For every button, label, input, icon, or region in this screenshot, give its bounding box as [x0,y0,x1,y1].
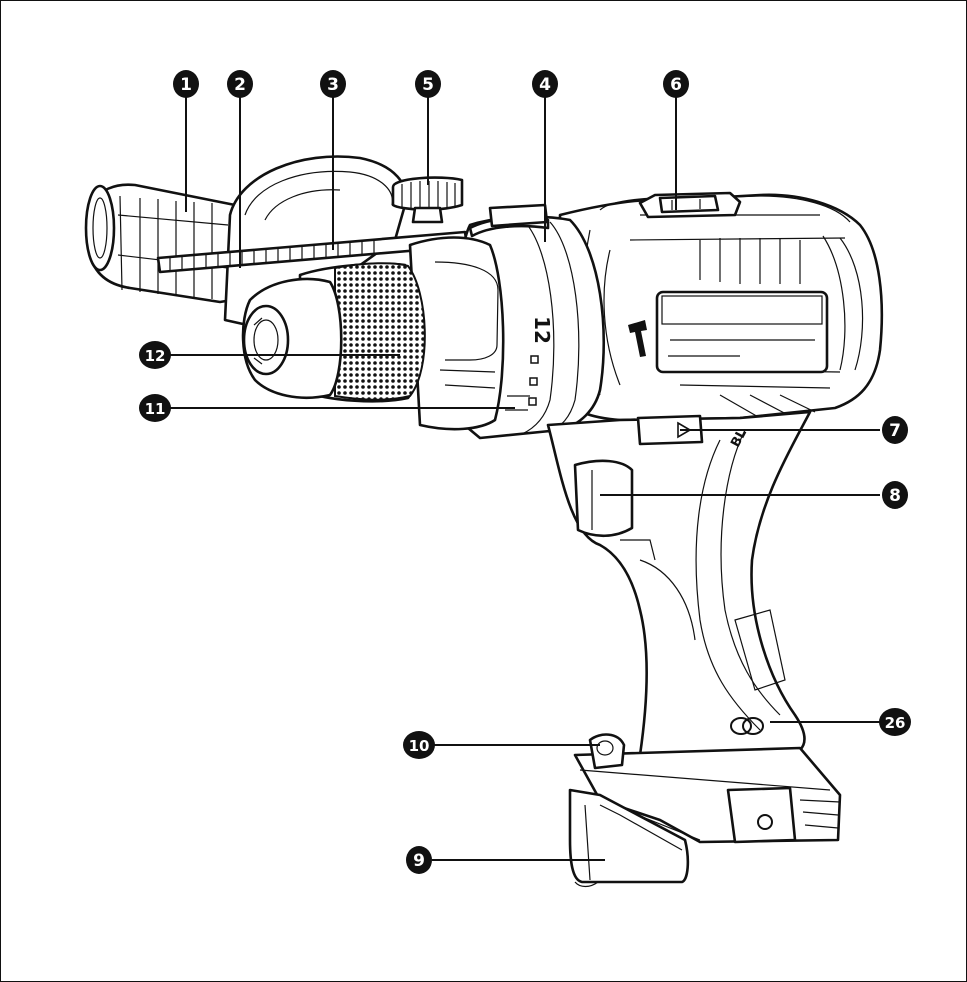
locking-knob [391,176,464,224]
callout-marker-9: 9 [406,846,432,874]
callout-number: 26 [885,714,906,732]
callout-badge [139,341,171,369]
callout-number: 2 [234,75,246,95]
callout-leaders [168,97,880,861]
callout-number: 6 [670,75,682,95]
callout-badge [882,481,908,509]
callout-number: 7 [889,421,901,441]
callout-marker-11: 11 [139,394,171,422]
callout-marker-7: 7 [882,416,908,444]
callout-marker-4: 4 [532,70,558,98]
callout-number: 9 [413,851,425,871]
callout-marker-8: 8 [882,481,908,509]
rotation-direction-switch [636,414,704,446]
callout-number: 11 [145,400,166,418]
callout-badge [663,70,689,98]
callout-marker-26: 26 [879,708,911,736]
callout-badge [406,846,432,874]
callout-number: 4 [539,75,551,95]
callout-badge [415,70,441,98]
callout-marker-2: 2 [227,70,253,98]
callout-badge [879,708,911,736]
brand-logo-text: /// PARKSIDE [675,299,808,321]
callout-number: 10 [409,737,430,755]
battery-release-button [588,733,626,770]
callout-badge [403,731,435,759]
callout-badge [139,394,171,422]
callout-badge [227,70,253,98]
callout-number: 5 [422,75,434,95]
callout-marker-1: 1 [173,70,199,98]
torque-setting-number: 12 [530,316,554,344]
callout-marker-3: 3 [320,70,346,98]
brand-badge: /// PARKSIDE [655,290,829,374]
callout-badge [320,70,346,98]
link-symbol-icon [730,717,764,735]
callout-badge [173,70,199,98]
callout-marker-10: 10 [403,731,435,759]
gear-selector-ring [408,236,505,431]
trigger [573,459,634,538]
callout-number: 1 [180,75,192,95]
keyless-chuck [241,262,426,403]
hammer-symbol-icon [628,320,647,357]
callout-marker-6: 6 [663,70,689,98]
callout-badge [532,70,558,98]
callout-number: 8 [889,486,901,506]
callout-badge [882,416,908,444]
callout-number: 3 [327,75,339,95]
auxiliary-handle [84,183,237,304]
callout-number: 12 [145,347,166,365]
mode-switch [638,191,742,219]
callout-marker-5: 5 [415,70,441,98]
callout-marker-12: 12 [139,341,171,369]
